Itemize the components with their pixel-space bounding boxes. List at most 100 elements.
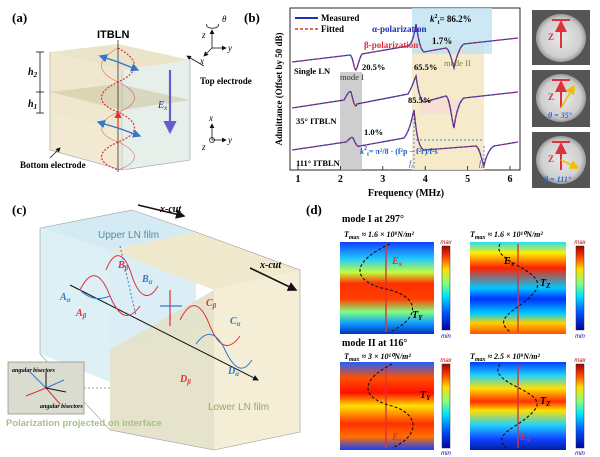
svg-text:Z: Z [548, 92, 554, 102]
x-axis-label: Frequency (MHz) [368, 188, 444, 199]
panel-c-label: (c) [12, 202, 26, 217]
d-alpha: Dα [227, 366, 239, 378]
c-alpha: Cα [230, 316, 241, 328]
svg-text:max: max [440, 358, 452, 364]
b-beta: Bβ [117, 260, 129, 272]
xcut-right: x-cut [259, 260, 282, 271]
itbln-title: ITBLN [97, 29, 129, 41]
mode-i-band [340, 72, 362, 170]
bisector-inset: angular bisectors angular bisectors [7, 361, 85, 415]
value-65-5: 65.5% [414, 62, 437, 72]
field-overlays [359, 243, 539, 449]
legend-fitted: Fitted [321, 24, 344, 34]
field-map-3 [340, 362, 434, 450]
lower-ln-film [110, 232, 300, 450]
svg-text:x: x [208, 113, 213, 123]
colorbar-4: max min [574, 358, 586, 457]
svg-text:max: max [574, 240, 586, 246]
alpha-polarization-label: α-polarization [372, 24, 427, 34]
upper-film-label: Upper LN film [98, 230, 159, 241]
x-tick-label: 4 [423, 174, 428, 185]
svg-text:z: z [201, 142, 206, 152]
curves [291, 23, 519, 168]
tz-2: TZ [540, 278, 551, 290]
svg-text:Z: Z [548, 32, 554, 42]
x-tick-label: 2 [338, 174, 343, 185]
svg-text:y: y [227, 43, 232, 53]
svg-text:min: min [575, 334, 585, 340]
svg-text:min: min [575, 451, 585, 457]
d-beta: Dβ [179, 374, 191, 386]
inset-35: Z θ = 35° [532, 70, 590, 127]
tmax-3: Tmax ≈ 3 × 10¹⁰N/m² [344, 352, 411, 363]
k2-formula: k2t= π²/8 · (f²p − f²r)/f²s [360, 146, 438, 158]
beta-polarization-label: β-polarization [364, 40, 418, 50]
svg-text:y: y [227, 135, 232, 145]
tmax-2: Tmax ≈ 1.6 × 10¹⁰N/m² [470, 230, 543, 241]
svg-text:max: max [440, 240, 452, 246]
x-axis-ticks: 1 2 3 4 5 6 [296, 166, 513, 185]
svg-text:Ex: Ex [157, 100, 168, 112]
ex-4: Ex [519, 432, 531, 444]
value-85-5: 85.5% [408, 95, 431, 105]
svg-text:angular bisectors: angular bisectors [12, 368, 56, 374]
value-1-7: 1.7% [432, 36, 452, 46]
colorbar-1: max min [440, 240, 452, 340]
ex-1: Ex [391, 256, 403, 268]
svg-text:θ = 35°: θ = 35° [548, 111, 573, 120]
x-tick-label: 6 [508, 174, 513, 185]
plot-legend: Measured Fitted [295, 13, 359, 34]
bottom-electrode-label: Bottom electrode [20, 160, 86, 170]
fr-label: fr [409, 159, 414, 170]
value-20-5: 20.5% [362, 62, 385, 72]
svg-text:x: x [199, 56, 204, 66]
svg-text:min: min [441, 451, 451, 457]
fa-label: fa [479, 159, 484, 170]
h1-label: h1 [28, 99, 37, 111]
mode-i-title: mode I at 297° [342, 214, 404, 225]
ex-2: Ex [503, 256, 515, 268]
value-1-0: 1.0% [364, 127, 383, 137]
label-111-itbln: 111° ITBLN [296, 158, 341, 168]
alpha-band [412, 8, 492, 54]
panel-c: (c) x-cut x-cut Upper LN film Lower LN f… [6, 202, 301, 451]
inset-single: Z [532, 10, 590, 65]
projection-note: Polarization projected on interface [6, 418, 162, 429]
panel-b: (b) Measured Fitted α-polarization [244, 7, 590, 199]
ex-3: Ex [391, 432, 403, 444]
a-beta: Aβ [75, 308, 87, 320]
panel-b-label: (b) [244, 10, 260, 25]
top-electrode-label: Top electrode [200, 76, 252, 86]
svg-text:Z: Z [548, 154, 554, 164]
b-alpha: Bα [141, 274, 153, 286]
y-axis-label: Admittance (Offset by 50 dB) [274, 33, 284, 146]
x-tick-label: 5 [465, 174, 470, 185]
panel-d: (d) mode I at 297° Tmax ≈ 1.6 × 10⁸N/m² … [306, 202, 587, 457]
axes-theta: θ z y x [199, 14, 232, 66]
k2-peak-label: k2t= 86.2% [430, 14, 472, 26]
legend-measured: Measured [321, 13, 359, 23]
mode-ii-title: mode II at 116° [342, 338, 407, 349]
x-tick-label: 3 [380, 174, 385, 185]
tmax-1: Tmax ≈ 1.6 × 10⁸N/m² [344, 230, 415, 241]
svg-text:max: max [574, 358, 586, 364]
waves [69, 245, 259, 381]
xcut-top: x-cut [159, 204, 182, 215]
inset-111: Z θ = 111° [532, 132, 590, 188]
svg-text:angular bisectors: angular bisectors [40, 404, 84, 410]
mode-i-label: mode I [340, 72, 364, 82]
a-alpha: Aα [59, 292, 71, 304]
ty-3: TY [420, 390, 431, 402]
x-tick-label: 1 [296, 174, 301, 185]
ty-1: TY [412, 310, 423, 322]
panel-d-label: (d) [306, 202, 322, 217]
label-35-itbln: 35° ITBLN [296, 116, 337, 126]
svg-text:θ = 111°: θ = 111° [544, 175, 572, 184]
lower-film-label: Lower LN film [208, 402, 269, 413]
axes-xyz: x y z [201, 113, 232, 152]
tmax-4: Tmax ≈ 2.5 × 10⁹N/m² [470, 352, 541, 363]
panel-a: (a) ITBLN Ex h2 h1 [12, 10, 252, 172]
field-map-1 [340, 242, 434, 334]
tz-4: TZ [540, 396, 551, 408]
